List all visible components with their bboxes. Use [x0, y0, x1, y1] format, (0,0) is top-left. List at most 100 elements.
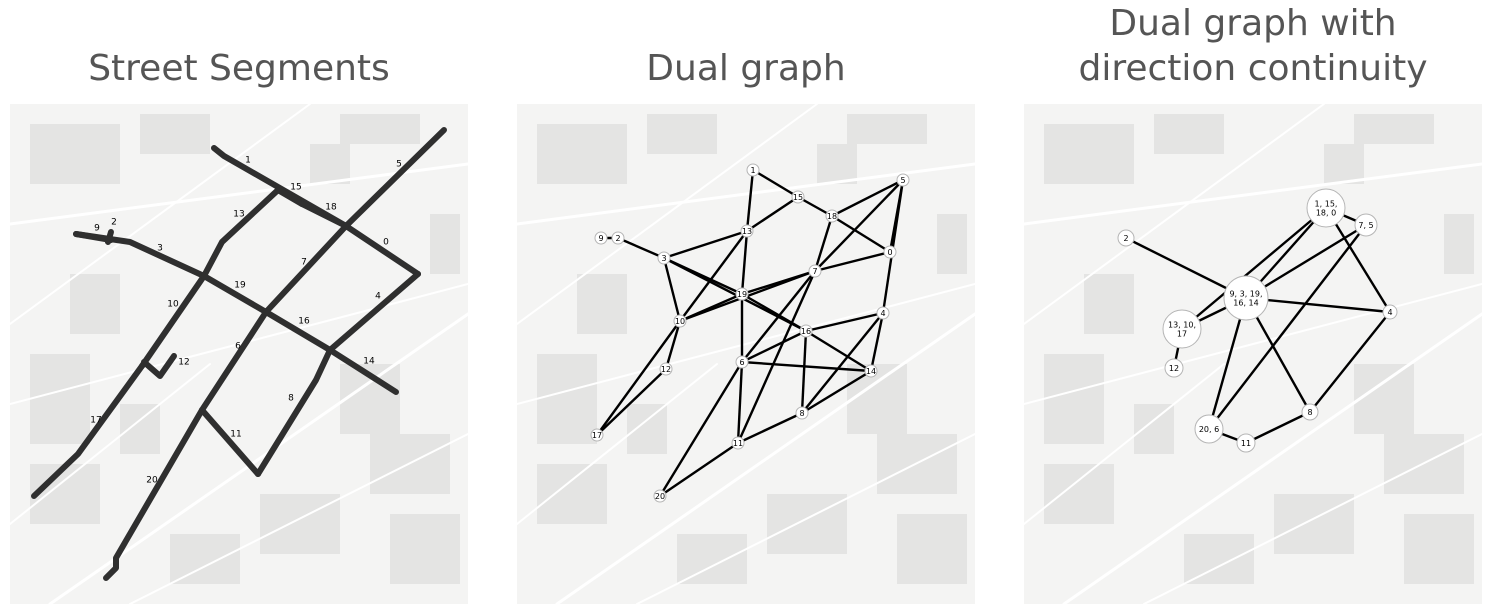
- panel-title: Dual graph with direction continuity: [1078, 3, 1428, 89]
- dual-node-label-1: 1: [750, 166, 755, 175]
- dual-node-label-10: 10: [675, 317, 685, 326]
- building-block: [140, 114, 210, 154]
- segment-label-17: 17: [90, 416, 101, 426]
- dual-edge-3-13: [663, 229, 748, 260]
- basemap-road: [10, 104, 311, 325]
- dual-node-5: [896, 173, 910, 187]
- dual-node-2: [611, 231, 625, 245]
- building-block: [1044, 124, 1134, 184]
- continuity-node-2: [1117, 229, 1135, 247]
- segment-label-5: 5: [396, 160, 402, 170]
- dual-edge-16-6: [741, 329, 807, 364]
- dual-edge-10-17: [596, 320, 681, 436]
- dual-node-1: [746, 163, 760, 177]
- street-segment-16: [263, 309, 333, 353]
- continuity-node-label-1-15-18-0: 18, 0: [1316, 209, 1336, 218]
- basemap-road: [517, 104, 818, 325]
- continuity-node-label-13-10-17: 17: [1177, 330, 1187, 339]
- street-segment-0: [343, 223, 421, 277]
- building-block: [1154, 114, 1224, 154]
- dual-node-label-6: 6: [739, 358, 744, 367]
- dual-edge-8-11: [737, 411, 803, 445]
- continuity-node-1-15-18-0: [1306, 188, 1346, 228]
- building-block: [1084, 274, 1134, 334]
- dual-edge-5-7: [814, 179, 904, 272]
- dual-node-20: [653, 489, 667, 503]
- building-block: [817, 144, 857, 184]
- street-segment-5: [343, 127, 447, 229]
- building-block: [30, 464, 100, 524]
- basemap-road: [636, 433, 975, 604]
- street-segment-12: [141, 353, 177, 379]
- continuity-edge-8-11: [1245, 410, 1311, 445]
- building-block: [1444, 214, 1474, 274]
- basemap-road: [555, 312, 975, 604]
- continuity-node-9-3-19-16-14: [1223, 275, 1269, 321]
- dual-node-18: [825, 209, 839, 223]
- continuity-node-11: [1236, 433, 1256, 453]
- dual-node-label-20: 20: [655, 492, 665, 501]
- continuity-edge-4-8: [1309, 311, 1391, 413]
- dual-node-label-0: 0: [887, 248, 892, 257]
- segment-label-9: 9: [94, 224, 100, 234]
- segment-label-10: 10: [167, 300, 179, 310]
- dual-edge-1-15: [752, 168, 799, 199]
- segment-label-6: 6: [235, 342, 241, 352]
- continuity-node-label-1-15-18-0: 1, 15,: [1315, 200, 1338, 209]
- basemap-road: [517, 363, 718, 525]
- panel-title: Street Segments: [88, 48, 390, 89]
- building-block: [937, 214, 967, 274]
- dual-edge-18-0: [831, 214, 891, 254]
- basemap-road: [1024, 104, 1325, 325]
- street-segment-19: [201, 273, 269, 315]
- building-block: [627, 404, 667, 454]
- continuity-node-label-7-5: 7, 5: [1358, 221, 1373, 230]
- segment-label-11: 11: [230, 430, 241, 440]
- building-block: [1184, 534, 1254, 584]
- dual-edge-10-12: [664, 320, 682, 370]
- dual-edge-4-14: [869, 312, 885, 372]
- continuity-node-8: [1301, 403, 1319, 421]
- basemap-road: [129, 433, 468, 604]
- segment-label-8: 8: [288, 394, 294, 404]
- dual-node-label-9: 9: [598, 234, 603, 243]
- dual-edge-4-8: [801, 312, 884, 414]
- basemap-road: [10, 363, 211, 525]
- basemap-layer: [10, 104, 468, 604]
- dual-edge-18-5: [831, 178, 904, 218]
- building-block: [340, 114, 420, 144]
- basemap-road: [1062, 312, 1482, 604]
- dual-node-label-3: 3: [661, 254, 666, 263]
- continuity-node-4: [1382, 304, 1398, 320]
- dual-edge-16-4: [805, 311, 884, 333]
- building-block: [677, 534, 747, 584]
- continuity-node-label-11: 11: [1241, 439, 1251, 448]
- basemap-layer: [1024, 104, 1482, 604]
- segment-label-12: 12: [178, 358, 189, 368]
- basemap-road: [517, 283, 975, 405]
- dual-node-17: [590, 428, 604, 442]
- building-block: [70, 274, 120, 334]
- dual-node-10: [673, 314, 687, 328]
- building-block: [647, 114, 717, 154]
- dual-edge-6-20: [658, 361, 744, 497]
- building-block: [170, 534, 240, 584]
- dual-node-label-17: 17: [592, 431, 602, 440]
- building-block: [1354, 114, 1434, 144]
- street-segment-20: [103, 407, 205, 581]
- building-block: [310, 144, 350, 184]
- street-segment-18: [299, 201, 349, 229]
- segment-label-13: 13: [233, 210, 244, 220]
- street-segment-15: [275, 187, 305, 207]
- building-block: [30, 124, 120, 184]
- continuity-node-12: [1164, 358, 1184, 378]
- segment-label-7: 7: [301, 258, 307, 268]
- basemap-road: [1024, 162, 1482, 226]
- dual-edges-layer: [596, 168, 905, 497]
